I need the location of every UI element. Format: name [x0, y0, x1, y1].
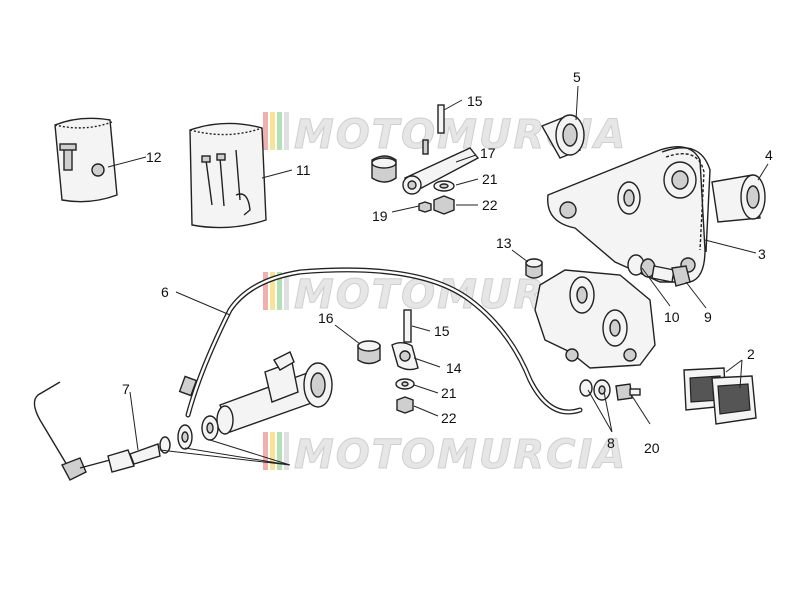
part-22-top-nut: [433, 195, 455, 215]
part-20-banjo-bolt: [615, 383, 641, 401]
callout-15-middle: 15: [434, 323, 450, 339]
callout-2: 2: [747, 346, 755, 362]
callout-5: 5: [573, 69, 581, 85]
callout-21-middle: 21: [441, 385, 457, 401]
part-15-top-pin: [422, 104, 445, 155]
watermark-text: MOTOMURCIA: [294, 432, 627, 478]
callout-16: 16: [318, 310, 334, 326]
part-22-nut: [396, 396, 414, 414]
callout-9: 9: [704, 309, 712, 325]
rear-brake-caliper: [534, 269, 656, 369]
callout-3: 3: [758, 246, 766, 262]
part-10-washer: [627, 254, 656, 278]
watermark-bottom: MOTOMURCIA: [263, 432, 627, 479]
part-6-brake-hose: [178, 267, 583, 418]
callout-8: 8: [607, 435, 615, 451]
part-14-clamp: [391, 342, 419, 371]
callout-15-top: 15: [467, 93, 483, 109]
part-9-bolt: [651, 265, 691, 287]
callout-12: 12: [146, 149, 162, 165]
part-17-clamp: [402, 147, 480, 195]
part-16-top-grommet: [371, 155, 397, 183]
part-4-bushing: [711, 174, 766, 223]
callout-11: 11: [296, 162, 311, 178]
part-13-bleed-cap: [525, 258, 543, 279]
callout-6: 6: [161, 284, 169, 300]
part-11-bag: [189, 122, 267, 229]
part-7-pushrod: [33, 381, 171, 481]
part-2-brake-pads: [683, 367, 757, 425]
part-12-bag: [54, 117, 118, 203]
callout-14: 14: [446, 360, 462, 376]
callout-20: 20: [644, 440, 660, 456]
part-5-bushing: [540, 114, 585, 159]
callout-10: 10: [664, 309, 680, 325]
part-19-small-nut: [418, 201, 432, 213]
leader-lines: [107, 85, 769, 466]
rear-master-cylinder: [177, 351, 333, 450]
callout-labels: 5 4 3 2 6 7 8 9 10 11 12 13 14 15 15 16 …: [122, 69, 773, 456]
callout-17: 17: [480, 145, 496, 161]
callout-7: 7: [122, 381, 130, 397]
callout-4: 4: [765, 147, 773, 163]
callout-13: 13: [496, 235, 512, 251]
brake-disc-edge: [661, 147, 711, 253]
part-15-pin: [403, 309, 412, 343]
callout-22-top: 22: [482, 197, 498, 213]
callout-21-top: 21: [482, 171, 498, 187]
part-21-washer: [395, 378, 415, 390]
callout-19: 19: [372, 208, 388, 224]
callout-22-middle: 22: [441, 410, 457, 426]
part-3-caliper-bracket: [547, 146, 706, 283]
part-21-top-washer: [433, 180, 455, 192]
part-16-grommet: [357, 340, 381, 365]
